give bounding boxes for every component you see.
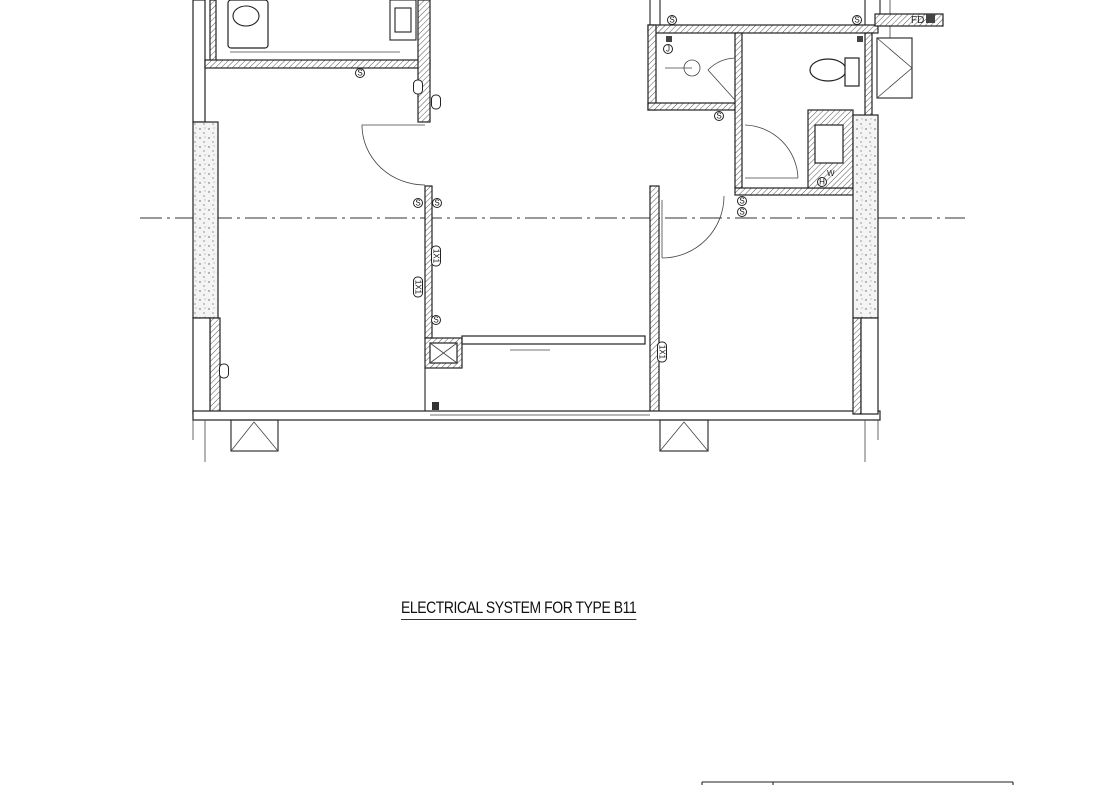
right-bathroom — [647, 0, 879, 196]
svg-text:S: S — [854, 16, 859, 25]
switch-symbol: S — [737, 196, 747, 206]
svg-text:S: S — [669, 16, 674, 25]
fan-coil-symbol — [413, 79, 423, 95]
heater-symbol: H — [817, 177, 827, 187]
fan-coil-symbol: 1X1 — [657, 341, 667, 363]
right-outer-wall — [852, 0, 944, 415]
door-swing-center — [661, 195, 725, 259]
svg-text:S: S — [415, 199, 420, 208]
shaft-box — [424, 335, 646, 414]
door-swing-left — [361, 124, 426, 186]
switch-symbol: S — [667, 15, 677, 25]
switch-symbol: S — [714, 111, 724, 121]
switch-symbol: S — [737, 207, 747, 217]
svg-text:S: S — [739, 197, 744, 206]
drawing-title: ELECTRICAL SYSTEM FOR TYPE B11 — [401, 598, 637, 620]
svg-text:S: S — [716, 112, 721, 121]
junction-symbol: J — [663, 44, 673, 54]
svg-text:H: H — [819, 178, 825, 187]
switch-symbol: S — [413, 198, 423, 208]
upper-left-bathroom — [204, 0, 431, 123]
floor-drain-label: FD — [911, 15, 924, 26]
fan-coil-symbol: 1X1 — [413, 276, 423, 298]
fan-coil-symbol — [219, 363, 229, 379]
bottom-outer-wall — [192, 410, 881, 462]
switch-symbol: S — [431, 315, 441, 325]
interior-wall-left — [424, 185, 433, 339]
svg-text:S: S — [357, 69, 362, 78]
svg-text:S: S — [739, 208, 744, 217]
svg-text:S: S — [434, 199, 439, 208]
switch-symbol: S — [355, 68, 365, 78]
svg-text:S: S — [433, 316, 438, 325]
switch-symbol: S — [432, 198, 442, 208]
interior-wall-center — [649, 185, 660, 415]
fan-coil-symbol — [431, 94, 441, 110]
svg-text:1X1: 1X1 — [658, 345, 667, 360]
water-label: W — [827, 169, 835, 178]
svg-text:1X1: 1X1 — [432, 249, 441, 264]
column-marker-left — [230, 419, 279, 452]
fan-coil-symbol: 1X1 — [431, 245, 441, 267]
svg-text:1X1: 1X1 — [414, 280, 423, 295]
svg-text:J: J — [666, 45, 670, 54]
left-outer-wall — [192, 0, 221, 415]
column-marker-center — [659, 419, 709, 452]
switch-symbol: S — [852, 15, 862, 25]
